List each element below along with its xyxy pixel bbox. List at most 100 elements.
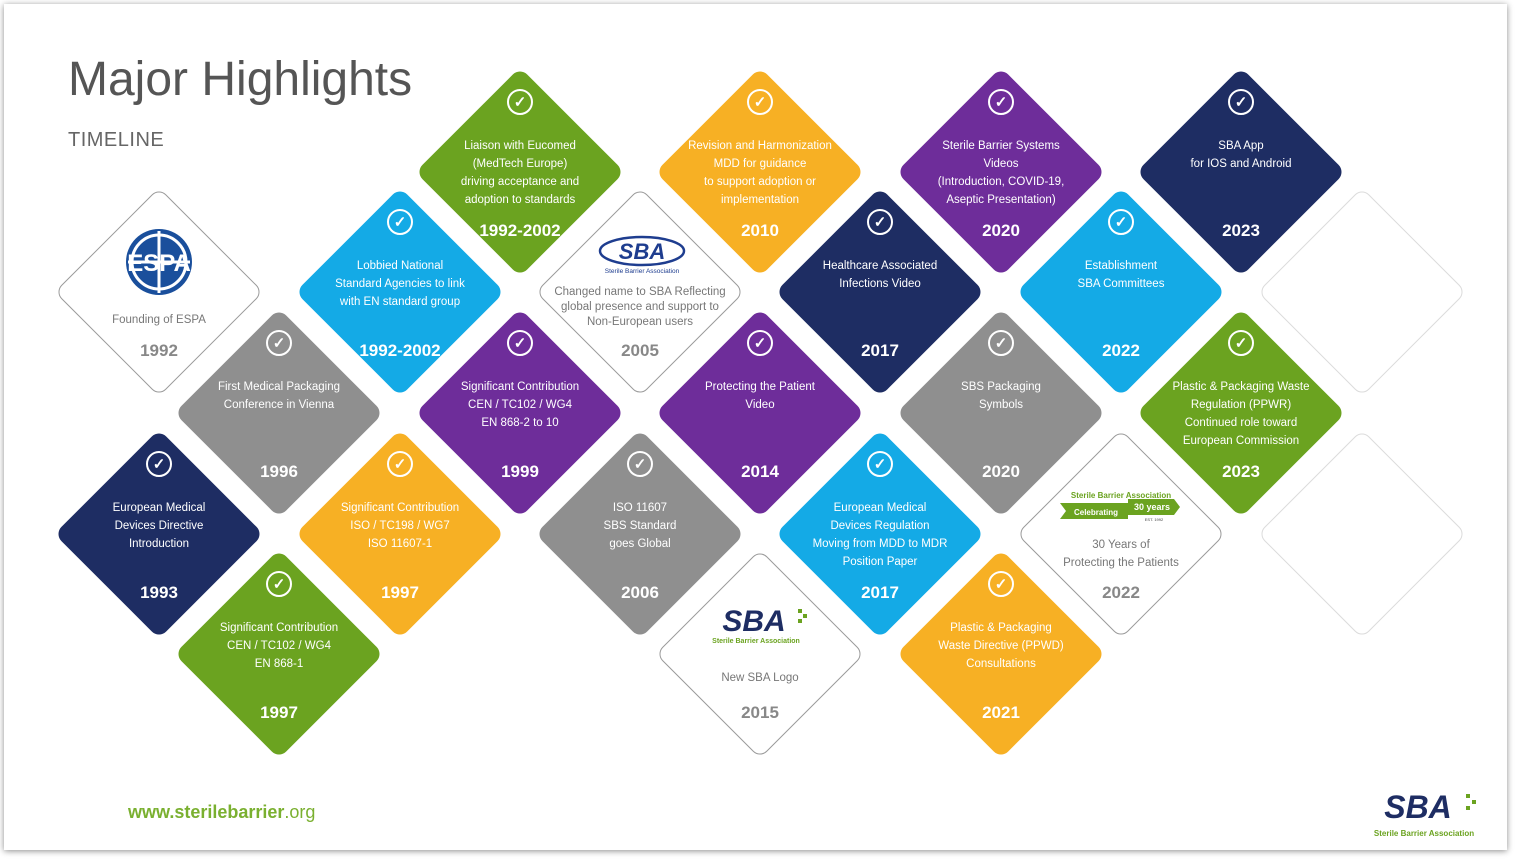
check-icon: ✓ (507, 89, 533, 115)
sba-new-logo-icon: SBA Sterile Barrier Association (712, 605, 807, 645)
check-icon: ✓ (146, 451, 172, 477)
tile-2014-video: ✓ Protecting the Patient Video 2014 (655, 308, 865, 518)
page-title: Major Highlights (68, 53, 413, 106)
tile-1996-conference: ✓ First Medical Packaging Conference in … (174, 308, 384, 518)
sba-tagline: Sterile Barrier Association (605, 268, 680, 275)
check-icon: ✓ (867, 209, 893, 235)
tile-desc: European Medical Devices Regulation Movi… (812, 502, 948, 568)
sba-logo-text: SBA (619, 239, 665, 264)
slide: Major Highlights TIMELINE ESPA Founding … (4, 4, 1507, 850)
tile-desc: European Medical Devices Directive Intro… (112, 502, 206, 550)
check-icon: ✓ (747, 89, 773, 115)
tile-year: 2023 (1222, 221, 1260, 240)
tile-year: 2006 (621, 583, 659, 602)
tile-desc: Healthcare Associated Infections Video (822, 260, 938, 290)
tile-year: 1992-2002 (359, 341, 441, 360)
tile-desc: Lobbied National Standard Agencies to li… (335, 260, 465, 308)
tile-1993-mdd: ✓ European Medical Devices Directive Int… (54, 429, 264, 639)
check-icon: ✓ (1228, 330, 1254, 356)
tile-desc: Significant Contribution ISO / TC198 / W… (340, 502, 460, 550)
tile-year: 2022 (1102, 583, 1140, 602)
check-icon: ✓ (387, 209, 413, 235)
sba-logo-text: SBA (1384, 789, 1452, 825)
tile-desc: Founding of ESPA (112, 314, 206, 326)
tile-1992-espa: ESPA Founding of ESPA 1992 (54, 187, 264, 397)
website-link[interactable]: www.sterilebarrier.org (128, 802, 315, 823)
check-icon: ✓ (507, 330, 533, 356)
tile-year: 2015 (741, 703, 779, 722)
tile-1992-2002-lobbied: ✓ Lobbied National Standard Agencies to … (295, 187, 505, 397)
check-icon: ✓ (266, 330, 292, 356)
tile-year: 2021 (982, 703, 1020, 722)
badge-years: 30 years (1134, 502, 1170, 512)
tile-2022-committees: ✓ Establishment SBA Committees 2022 (1016, 187, 1226, 397)
tile-2023-ppwr: ✓ Plastic & Packaging Waste Regulation (… (1136, 308, 1346, 518)
tile-year: 2005 (621, 341, 659, 360)
check-icon: ✓ (747, 330, 773, 356)
tile-year: 2014 (741, 462, 779, 481)
tile-year: 2020 (982, 462, 1020, 481)
check-icon: ✓ (988, 330, 1014, 356)
sba-logo-text: SBA (722, 605, 785, 638)
tile-year: 2020 (982, 221, 1020, 240)
tile-1999-en868-2: ✓ Significant Contribution CEN / TC102 /… (415, 308, 625, 518)
tile-year: 1997 (381, 583, 419, 602)
tile-year: 1993 (140, 583, 178, 602)
espa-logo-text: ESPA (127, 250, 191, 277)
tile-2017-mdr: ✓ European Medical Devices Regulation Mo… (775, 429, 985, 639)
tile-desc: Significant Contribution CEN / TC102 / W… (460, 381, 580, 429)
espa-logo-icon: ESPA (126, 229, 192, 295)
tile-desc: SBS Packaging Symbols (961, 381, 1041, 411)
page-subtitle: TIMELINE (68, 129, 165, 151)
tile-2005-name-change: SBA Sterile Barrier Association Changed … (535, 187, 745, 397)
tile-1997-en868-1: ✓ Significant Contribution CEN / TC102 /… (174, 549, 384, 759)
tile-desc: Plastic & Packaging Waste Regulation (PP… (1172, 381, 1310, 447)
tile-2006-iso11607: ✓ ISO 11607 SBS Standard goes Global 200… (535, 429, 745, 639)
tile-2017-hai-video: ✓ Healthcare Associated Infections Video… (775, 187, 985, 397)
tile-desc: Liaison with Eucomed (MedTech Europe) dr… (460, 140, 580, 206)
badge-org: Sterile Barrier Association (1071, 491, 1171, 500)
tile-desc: Revision and Harmonization MDD for guida… (688, 140, 832, 206)
tile-empty-placeholder (1257, 429, 1467, 639)
tile-year: 2010 (741, 221, 779, 240)
sba-footer-logo-icon: SBA Sterile Barrier Association (1374, 789, 1476, 838)
website-link-tld: .org (284, 802, 316, 822)
tile-desc: 30 Years of Protecting the Patients (1063, 539, 1179, 569)
check-icon: ✓ (1228, 89, 1254, 115)
check-icon: ✓ (387, 451, 413, 477)
tile-year: 1992-2002 (479, 221, 561, 240)
tile-desc: Plastic & Packaging Waste Directive (PPW… (938, 622, 1064, 670)
tile-2020-sbs-videos: ✓ Sterile Barrier Systems Videos (Introd… (896, 67, 1106, 277)
tile-desc: Protecting the Patient Video (705, 381, 815, 411)
tile-year: 1999 (501, 462, 539, 481)
badge-celebrating: Celebrating (1074, 508, 1118, 517)
tile-1992-2002-eucomed: ✓ Liaison with Eucomed (MedTech Europe) … (415, 67, 625, 277)
tile-year: 1997 (260, 703, 298, 722)
check-icon: ✓ (988, 89, 1014, 115)
tile-desc: Establishment SBA Committees (1077, 260, 1165, 290)
tile-2010-mdd-revision: ✓ Revision and Harmonization MDD for gui… (655, 67, 865, 277)
tile-2022-30-years: Sterile Barrier Association Celebrating … (1016, 429, 1226, 639)
badge-est: EST. 1992 (1145, 517, 1164, 522)
tile-desc: ISO 11607 SBS Standard goes Global (603, 502, 677, 550)
check-icon: ✓ (1108, 209, 1134, 235)
tile-desc: Changed name to SBA Reflecting global pr… (554, 286, 726, 328)
tile-desc: First Medical Packaging Conference in Vi… (217, 381, 341, 411)
tile-desc: SBA App for IOS and Android (1190, 140, 1292, 170)
tile-year: 2017 (861, 341, 899, 360)
tile-2015-new-logo: SBA Sterile Barrier Association New SBA … (655, 549, 865, 759)
celebrating-30-years-badge-icon: Sterile Barrier Association Celebrating … (1060, 491, 1180, 522)
check-icon: ✓ (988, 571, 1014, 597)
tile-year: 1992 (140, 341, 178, 360)
tile-desc: New SBA Logo (721, 672, 799, 684)
check-icon: ✓ (627, 451, 653, 477)
tile-year: 2017 (861, 583, 899, 602)
tile-2020-symbols: ✓ SBS Packaging Symbols 2020 (896, 308, 1106, 518)
sba-old-logo-icon: SBA Sterile Barrier Association (598, 235, 686, 275)
tile-desc: Sterile Barrier Systems Videos (Introduc… (937, 140, 1065, 206)
tile-2021-ppwd: ✓ Plastic & Packaging Waste Directive (P… (896, 549, 1106, 759)
check-icon: ✓ (867, 451, 893, 477)
website-link-main: www.sterilebarrier (128, 802, 285, 822)
tile-year: 2022 (1102, 341, 1140, 360)
check-icon: ✓ (266, 571, 292, 597)
